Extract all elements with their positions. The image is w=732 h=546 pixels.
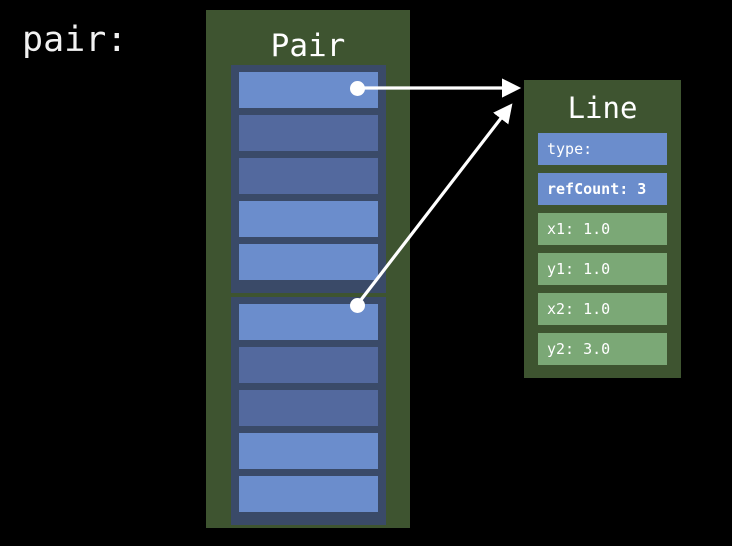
object-title-pair: Pair <box>270 28 346 64</box>
field-refcount: refCount: 3 <box>538 173 667 205</box>
object-box-line: Line type: refCount: 3 x1: 1.0 y1: 1.0 x… <box>524 80 681 378</box>
slot-group-1 <box>231 297 386 525</box>
field-x1: x1: 1.0 <box>538 213 667 245</box>
slot-0-1[interactable] <box>239 115 378 151</box>
field-x2: x2: 1.0 <box>538 293 667 325</box>
slot-0-3[interactable] <box>239 201 378 237</box>
field-y2: y2: 3.0 <box>538 333 667 365</box>
pointer-dot-1 <box>350 298 365 313</box>
slot-0-2[interactable] <box>239 158 378 194</box>
slot-1-3[interactable] <box>239 433 378 469</box>
field-y1: y1: 1.0 <box>538 253 667 285</box>
slot-1-2[interactable] <box>239 390 378 426</box>
slot-1-1[interactable] <box>239 347 378 383</box>
object-title-line: Line <box>567 91 638 125</box>
field-list-line: type: refCount: 3 x1: 1.0 y1: 1.0 x2: 1.… <box>538 133 667 365</box>
variable-label-pair: pair: <box>22 20 128 60</box>
slot-group-0 <box>231 65 386 293</box>
pointer-dot-0 <box>350 81 365 96</box>
slot-1-4[interactable] <box>239 476 378 512</box>
slot-0-4[interactable] <box>239 244 378 280</box>
object-box-pair: Pair <box>206 10 410 528</box>
field-type: type: <box>538 133 667 165</box>
